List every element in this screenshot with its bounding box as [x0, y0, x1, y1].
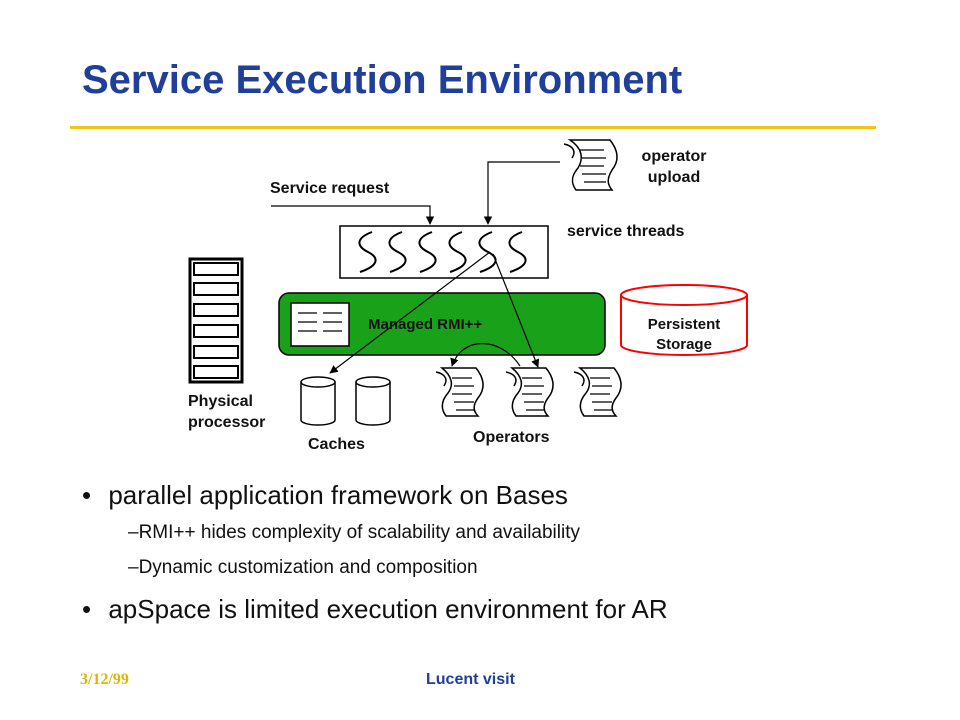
persistent-storage-cylinder-icon [620, 284, 748, 356]
service-threads-label: service threads [567, 223, 685, 240]
bullet-marker: • [82, 594, 92, 624]
cache-cylinder-icon [355, 376, 391, 426]
sub-bullet-text: Dynamic customization and composition [138, 557, 478, 578]
managed-rmi-label: Managed RMI++ [368, 316, 483, 333]
service-request-label: Service request [270, 180, 390, 197]
operator-composition-arrow [450, 343, 521, 367]
persistent-storage-label: Persistent Storage [647, 316, 721, 353]
service-threads-box [339, 225, 549, 279]
sub-bullet-marker: – [128, 522, 139, 543]
slide-title: Service Execution Environment [82, 58, 683, 102]
bullet-item: • apSpace is limited execution environme… [82, 594, 668, 625]
uploaded-operator-scroll-icon [563, 139, 618, 191]
service-request-arrow [271, 205, 435, 225]
operator-scroll-icon [573, 367, 622, 417]
sub-bullet-text: RMI++ hides complexity of scalability an… [138, 522, 581, 543]
bullet-marker: • [82, 480, 92, 510]
sub-bullet-item: –RMI++ hides complexity of scalability a… [128, 522, 580, 544]
thread-to-cache-arrow [329, 251, 491, 374]
caches-label: Caches [308, 436, 365, 453]
operator-upload-label: operator upload [641, 148, 707, 186]
title-underline [70, 126, 876, 129]
cache-cylinder-icon [300, 376, 336, 426]
physical-processor-stack-icon [188, 257, 244, 384]
operator-upload-arrow [483, 161, 560, 225]
bullet-text: parallel application framework on Bases [108, 480, 568, 510]
sub-bullet-marker: – [128, 557, 139, 578]
footer-date: 3/12/99 [80, 671, 129, 688]
rmi-document-icon [290, 302, 350, 347]
bullet-text: apSpace is limited execution environment… [108, 594, 668, 624]
operator-scroll-icon [505, 367, 554, 417]
bullet-item: • parallel application framework on Base… [82, 480, 568, 511]
thread-to-operator-arrow [492, 253, 540, 368]
managed-rmi-box [278, 292, 606, 356]
operators-label: Operators [473, 429, 550, 446]
sub-bullet-item: –Dynamic customization and composition [128, 557, 478, 579]
physical-processor-label: Physical processor [188, 393, 266, 431]
footer-center-text: Lucent visit [426, 671, 515, 688]
operator-scroll-icon [435, 367, 484, 417]
